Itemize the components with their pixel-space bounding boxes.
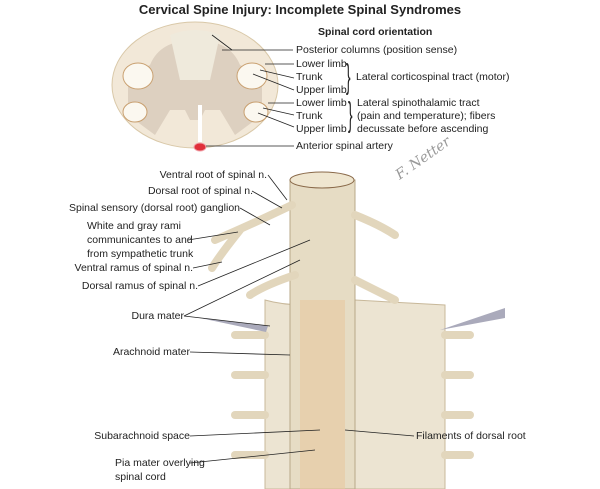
cst-upper-limb-label: Upper limb xyxy=(296,84,347,96)
stt-upper-limb-label: Upper limb xyxy=(296,123,347,135)
spinothalamic-line-2: (pain and temperature); fibers xyxy=(357,110,496,122)
anterior-spinal-artery-label: Anterior spinal artery xyxy=(296,140,393,152)
pia-mater-line-1: Pia mater overlying xyxy=(115,457,205,469)
dura-mater-label: Dura mater xyxy=(131,310,184,322)
spinothalamic-line-3: decussate before ascending xyxy=(357,123,489,135)
page-title: Cervical Spine Injury: Incomplete Spinal… xyxy=(138,2,462,17)
cord-cross-section xyxy=(111,21,295,152)
spinothalamic-line-1: Lateral spinothalamic tract xyxy=(357,97,480,109)
rami-line-2: communicantes to and xyxy=(87,234,193,246)
rami-line-1: White and gray rami xyxy=(87,220,181,232)
posterior-columns-label: Posterior columns (position sense) xyxy=(296,44,458,56)
arachnoid-mater-label: Arachnoid mater xyxy=(112,346,190,358)
dorsal-root-label: Dorsal root of spinal n. xyxy=(147,185,253,197)
stt-lower-limb-label: Lower limb xyxy=(296,97,347,109)
dorsal-ramus-label: Dorsal ramus of spinal n. xyxy=(81,280,198,292)
subarachnoid-space-label: Subarachnoid space xyxy=(94,430,190,442)
ganglion-label: Spinal sensory (dorsal root) ganglion xyxy=(68,202,240,214)
ventral-root-label: Ventral root of spinal n. xyxy=(159,169,267,181)
cross-section-heading: Spinal cord orientation xyxy=(318,26,433,38)
brace-icon: } xyxy=(348,96,353,134)
spinal-cord-drawing: F. Netter xyxy=(183,133,505,489)
ventral-ramus-label: Ventral ramus of spinal n. xyxy=(74,262,193,274)
filaments-dorsal-root-label: Filaments of dorsal root xyxy=(416,430,526,442)
corticospinal-tract-label: Lateral corticospinal tract (motor) xyxy=(356,71,510,83)
pia-mater-line-2: spinal cord xyxy=(115,471,166,483)
rami-line-3: from sympathetic trunk xyxy=(87,248,194,260)
stt-trunk-label: Trunk xyxy=(296,110,323,122)
netter-signature: F. Netter xyxy=(392,133,455,184)
cst-trunk-label: Trunk xyxy=(296,71,323,83)
anterior-spinal-artery-mark xyxy=(193,142,207,152)
cst-lower-limb-label: Lower limb xyxy=(296,58,347,70)
brace-icon: } xyxy=(346,58,351,96)
